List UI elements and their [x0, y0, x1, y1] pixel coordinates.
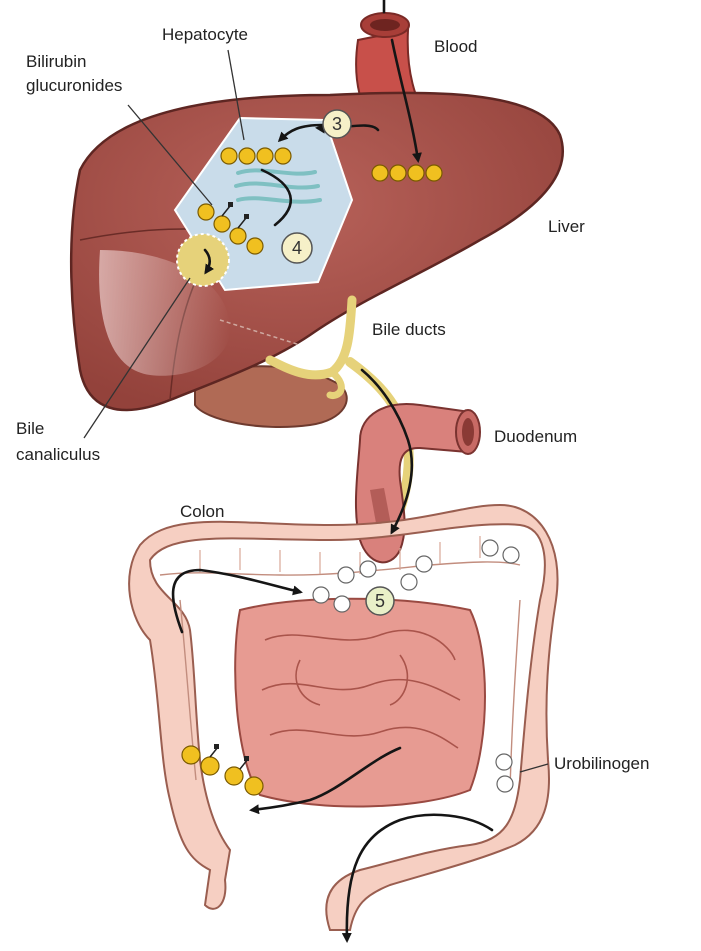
step-5-number: 5 [375, 591, 385, 611]
step-3-number: 3 [332, 114, 342, 134]
step-3: 3 [323, 110, 351, 138]
blood-label: Blood [434, 37, 477, 56]
bile-canaliculus-label-line1: Bile [16, 419, 44, 438]
liver-label: Liver [548, 217, 585, 236]
duodenum-label: Duodenum [494, 427, 577, 446]
step-4: 4 [282, 233, 312, 263]
urobilinogen-label: Urobilinogen [554, 754, 649, 773]
step-4-number: 4 [292, 238, 302, 258]
bile-ducts-label: Bile ducts [372, 320, 446, 339]
colon-label: Colon [180, 502, 224, 521]
step-5: 5 [366, 587, 394, 615]
hepatocyte-label: Hepatocyte [162, 25, 248, 44]
bilirubin-glucuronides-label-line1: Bilirubin [26, 52, 86, 71]
bile-canaliculus-label-line2: canaliculus [16, 445, 100, 464]
small-intestine [235, 599, 485, 807]
bilirubin-glucuronides-label-line2: glucuronides [26, 76, 122, 95]
